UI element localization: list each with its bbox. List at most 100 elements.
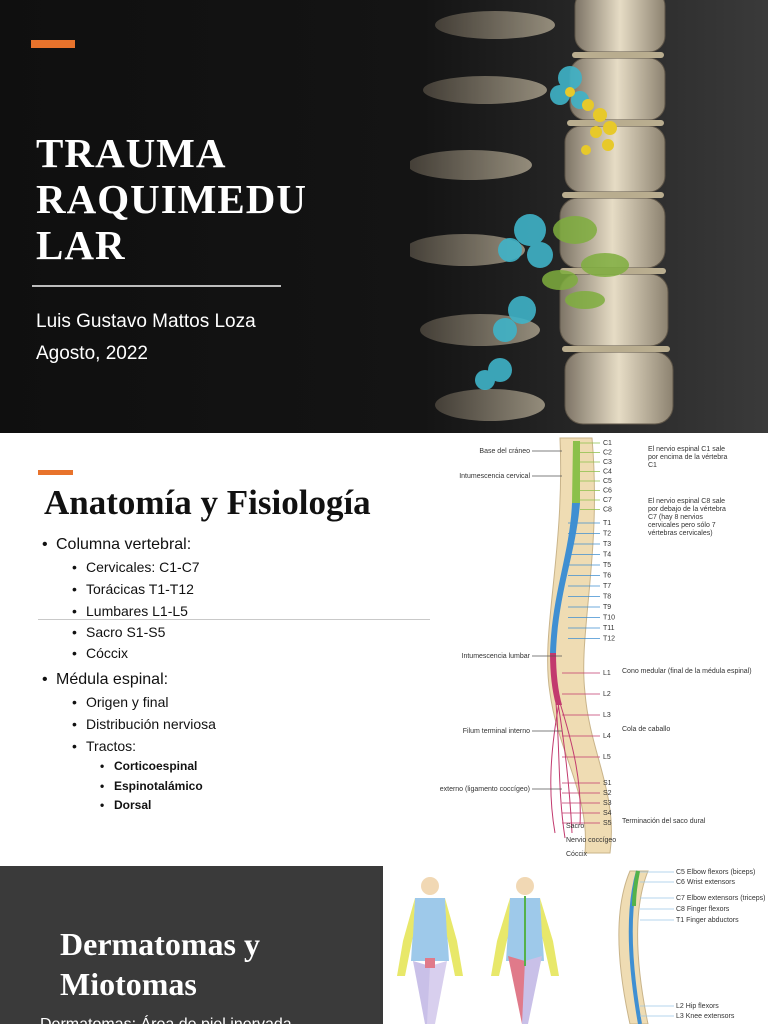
diagram-label-right: Terminación del saco dural	[622, 818, 706, 825]
segment-label: T2	[603, 531, 611, 538]
segment-label: T12	[603, 636, 615, 643]
segment-label: T8	[603, 594, 611, 601]
myotome-label: C7 Elbow extensors (triceps)	[676, 895, 765, 902]
title-line-2: Miotomas	[60, 966, 197, 1002]
segment-label: C4	[603, 469, 612, 476]
segment-label: S5	[603, 820, 612, 827]
diagram-note: C1	[648, 462, 657, 469]
segment-label: L5	[603, 754, 611, 761]
title-line-2: RAQUIMEDU	[36, 176, 307, 222]
diagram-note: El nervio espinal C1 sale	[648, 446, 725, 453]
list-item-tract: •Corticoespinal	[100, 759, 198, 773]
myotome-label: C8 Finger flexors	[676, 906, 730, 913]
diagram-note: vértebras cervicales)	[648, 530, 713, 537]
cervical-cord	[572, 441, 580, 503]
segment-label: L3	[603, 712, 611, 719]
presentation-date: Agosto, 2022	[36, 343, 148, 364]
title-divider	[32, 285, 281, 287]
diagram-note: por debajo de la vértebra	[648, 506, 726, 513]
front-body	[397, 877, 463, 1024]
myotome-column	[618, 870, 649, 1024]
diagram-label-left: Intumescencia lumbar	[462, 653, 531, 660]
segment-label: T4	[603, 552, 611, 559]
diagram-note: El nervio espinal C8 sale	[648, 498, 725, 505]
segment-label: C3	[603, 459, 612, 466]
vertebral-column	[547, 437, 612, 854]
segment-label: C5	[603, 478, 612, 485]
segment-label: L4	[603, 733, 611, 740]
title-panel	[0, 866, 383, 1024]
list-item-tract: •Dorsal	[100, 798, 152, 812]
segment-label: C8	[603, 507, 612, 514]
author-name: Luis Gustavo Mattos Loza	[36, 311, 256, 332]
list-item: •Cóccix	[72, 645, 129, 661]
list-item: •Origen y final	[72, 694, 169, 710]
list-item: •Sacro S1-S5	[72, 624, 166, 640]
bullet-columna: •Columna vertebral:	[42, 536, 192, 553]
segment-label: T7	[603, 583, 611, 590]
slide-title: TRAUMA RAQUIMEDU LAR	[36, 130, 336, 268]
segment-label: T3	[603, 541, 611, 548]
myotome-label: T1 Finger abductors	[676, 917, 739, 924]
title-line-1: Dermatomas y	[60, 926, 260, 962]
segment-label: L2	[603, 691, 611, 698]
list-item: •Distribución nerviosa	[72, 716, 216, 732]
slide-title: Anatomía y Fisiología	[44, 483, 371, 522]
slide-title: Dermatomas y Miotomas	[60, 924, 260, 1004]
myotome-label: C6 Wrist extensors	[676, 879, 735, 886]
segment-label: C1	[603, 440, 612, 447]
segment-label: C7	[603, 497, 612, 504]
dermatome-slide: Dermatomas y Miotomas Dermatomas: Área d…	[0, 866, 768, 1024]
myotome-diagram: C5 Elbow flexors (biceps) C6 Wrist extens…	[590, 866, 768, 1024]
thoracic-cord	[550, 503, 580, 653]
segment-label: S2	[603, 790, 612, 797]
title-line-1: TRAUMA	[36, 130, 227, 176]
diagram-note: por encima de la vértebra	[648, 454, 727, 461]
diagram-note: C7 (hay 8 nervios	[648, 514, 703, 521]
accent-bar	[38, 470, 73, 475]
segment-label: C2	[603, 450, 612, 457]
list-item: •Tractos:	[72, 738, 137, 754]
segment-label: T9	[603, 604, 611, 611]
diagram-label-bottom: Cóccix	[566, 851, 588, 858]
diagram-label-right: Cono medular (final de la médula espinal…	[622, 668, 752, 675]
list-item: •Torácicas T1-T12	[72, 581, 194, 597]
divider	[38, 619, 430, 620]
segment-label: T6	[603, 573, 611, 580]
diagram-segment-labels: C1C2C3C4C5C6C7C8T1T2T3T4T5T6T7T8T9T10T11…	[562, 440, 616, 858]
list-item: •Cervicales: C1-C7	[72, 559, 200, 575]
accent-bar	[31, 40, 75, 48]
segment-label: T1	[603, 520, 611, 527]
diagram-label-left: Filum terminal interno	[463, 728, 530, 735]
segment-label: L1	[603, 670, 611, 677]
lumbar-cord	[550, 653, 562, 705]
myotome-label: C5 Elbow flexors (biceps)	[676, 869, 755, 876]
segment-label: C6	[603, 488, 612, 495]
diagram-label-left: Filum terminal externo (ligamento coccíg…	[440, 786, 530, 793]
myotome-label: L2 Hip flexors	[676, 1003, 719, 1010]
bullet-medula: •Médula espinal:	[42, 671, 169, 688]
list-item-tract: •Espinotalámico	[100, 779, 203, 793]
segment-label: T5	[603, 562, 611, 569]
anatomy-slide: Anatomía y Fisiología •Columna vertebral…	[0, 433, 768, 866]
diagram-label-left: Base del cráneo	[479, 448, 530, 455]
spine-illustration	[410, 0, 674, 425]
dermatome-bodies-figure	[385, 866, 575, 1024]
segment-label: S1	[603, 780, 612, 787]
diagram-label-bottom: Sacro	[566, 823, 584, 830]
list-item: •Lumbares L1-L5	[72, 603, 188, 619]
segment-label: T11	[603, 625, 615, 632]
back-body	[491, 877, 559, 1024]
myotome-label: L3 Knee extensors	[676, 1013, 735, 1020]
segment-label: T10	[603, 615, 615, 622]
segment-label: S4	[603, 810, 612, 817]
diagram-label-right: Cola de caballo	[622, 726, 670, 733]
diagram-label-left: Intumescencia cervical	[459, 473, 530, 480]
title-slide: TRAUMA RAQUIMEDU LAR Luis Gustavo Mattos…	[0, 0, 768, 433]
diagram-note: cervicales pero sólo 7	[648, 522, 716, 529]
title-line-3: LAR	[36, 222, 126, 268]
diagram-label-bottom: Nervio coccígeo	[566, 837, 616, 844]
